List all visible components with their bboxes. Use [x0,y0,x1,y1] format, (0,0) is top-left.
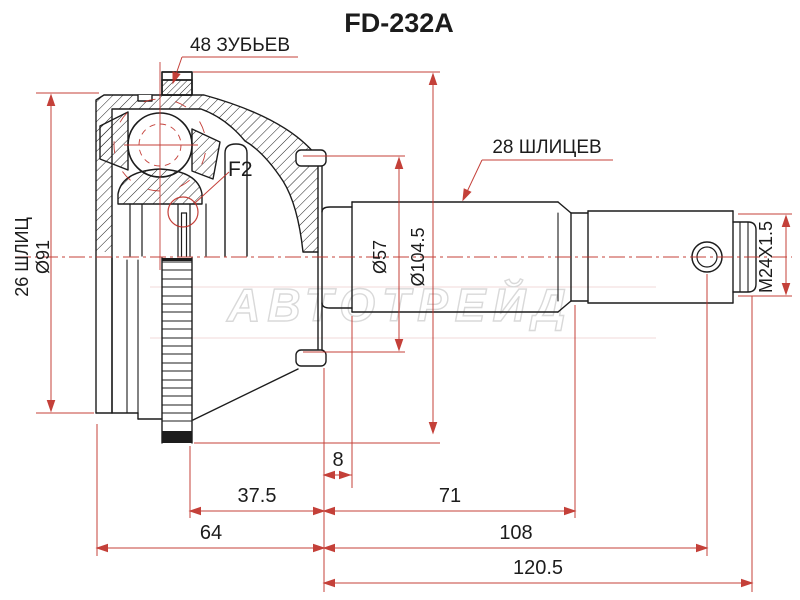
boot-diameter-label: Ø57 [370,240,390,274]
bell-wall-hatch [96,95,318,252]
leader-teeth [169,56,298,85]
joint-outline [95,71,757,444]
ball-centerlines [113,62,207,270]
bell-top-notch [137,94,153,102]
boot-ridge-bottom [295,349,327,367]
drive-shaft [351,201,734,313]
inner-race-stem [129,203,207,257]
ring-diameter-label: Ø91 [33,240,53,274]
bell-lip [224,143,248,257]
dim-120-5-text: 120.5 [513,557,563,579]
extension-lines [96,274,753,592]
bell-inner-profile [111,108,319,414]
dim-64-text: 64 [200,522,222,544]
part-number-title: FD-232A [344,8,454,38]
inner-splines-label: 26 ШЛИЦ [12,217,32,297]
bell-lower-exterior [95,257,299,421]
thread-spec-label: M24X1.5 [756,221,776,293]
leader-splines [459,159,613,203]
abs-ring-ladder [161,257,193,444]
f2-marker [167,171,230,228]
cage-section-right [191,128,221,180]
outer-diameter-label: Ø104.5 [408,227,428,286]
dim-71-text: 71 [439,485,461,507]
dimension-lines [15,56,792,592]
dim-boot-diameter [303,155,405,353]
dim-ring-diameter [36,92,99,414]
dim-8 [323,470,352,480]
dim-64-and-108 [96,543,708,553]
boot-ridge-top [295,149,327,167]
dim-8-text: 8 [332,449,343,471]
boot-seat [321,206,353,309]
dim-outer-diameter [193,71,440,444]
dim-thread [738,213,792,297]
teeth-count-label: 48 ЗУБЬЕВ [190,35,290,56]
dim-108-text: 108 [499,522,532,544]
dim-120-5 [323,578,753,588]
watermark: АВТОТРЕЙД [150,278,656,339]
dim-37-5-text: 37.5 [238,485,277,507]
cage-section-left [99,111,129,171]
watermark-text: АВТОТРЕЙД [226,279,573,331]
groove-ref-label: F2 [228,158,253,181]
dim-37-5-and-71 [189,506,576,516]
shaft-splines-label: 28 ШЛИЦЕВ [492,137,601,158]
